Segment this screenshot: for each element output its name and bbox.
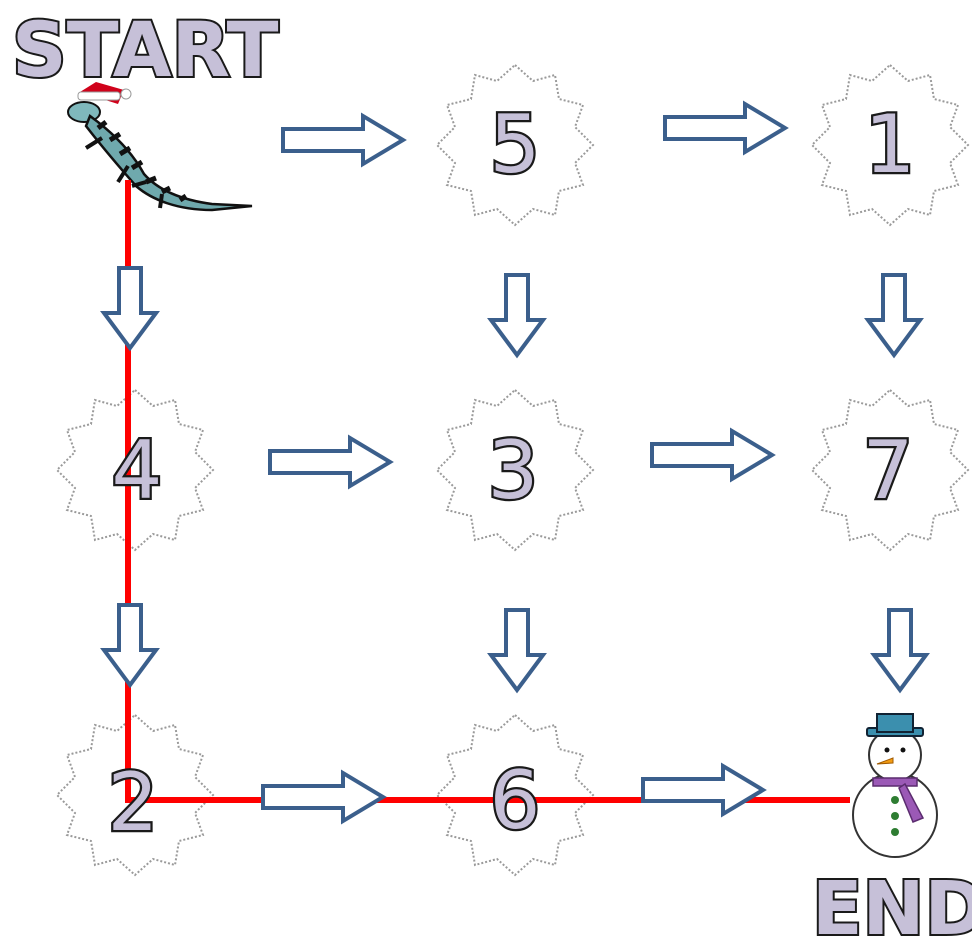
arrow-down-7-to-end [872,608,928,692]
arrow-down-4-to-2 [102,603,158,687]
arrow-down-5-to-3 [489,273,545,357]
arrow-right-4-to-3 [268,436,392,488]
cell-number: 3 [488,424,539,517]
cell-number: 2 [108,756,159,849]
arrow-right-5-to-1 [663,102,787,154]
arrow-down-3-to-6 [489,608,545,692]
snowman-icon [852,713,938,858]
arrow-right-2-to-6 [261,771,385,823]
arrow-right-start-to-5 [281,114,405,166]
cell-number: 4 [112,424,163,517]
end-label: END [812,866,972,938]
arrow-down-start-to-4 [102,266,158,350]
arrow-down-1-to-7 [866,273,922,357]
lizard-icon [67,82,253,212]
cell-number: 5 [490,98,541,191]
cell-number: 1 [865,98,916,191]
cell-number: 7 [863,424,914,517]
arrow-right-6-to-end [641,764,765,816]
cell-number: 6 [490,754,541,847]
solution-path [125,180,850,803]
start-label: START [12,5,279,94]
arrow-right-3-to-7 [650,429,774,481]
